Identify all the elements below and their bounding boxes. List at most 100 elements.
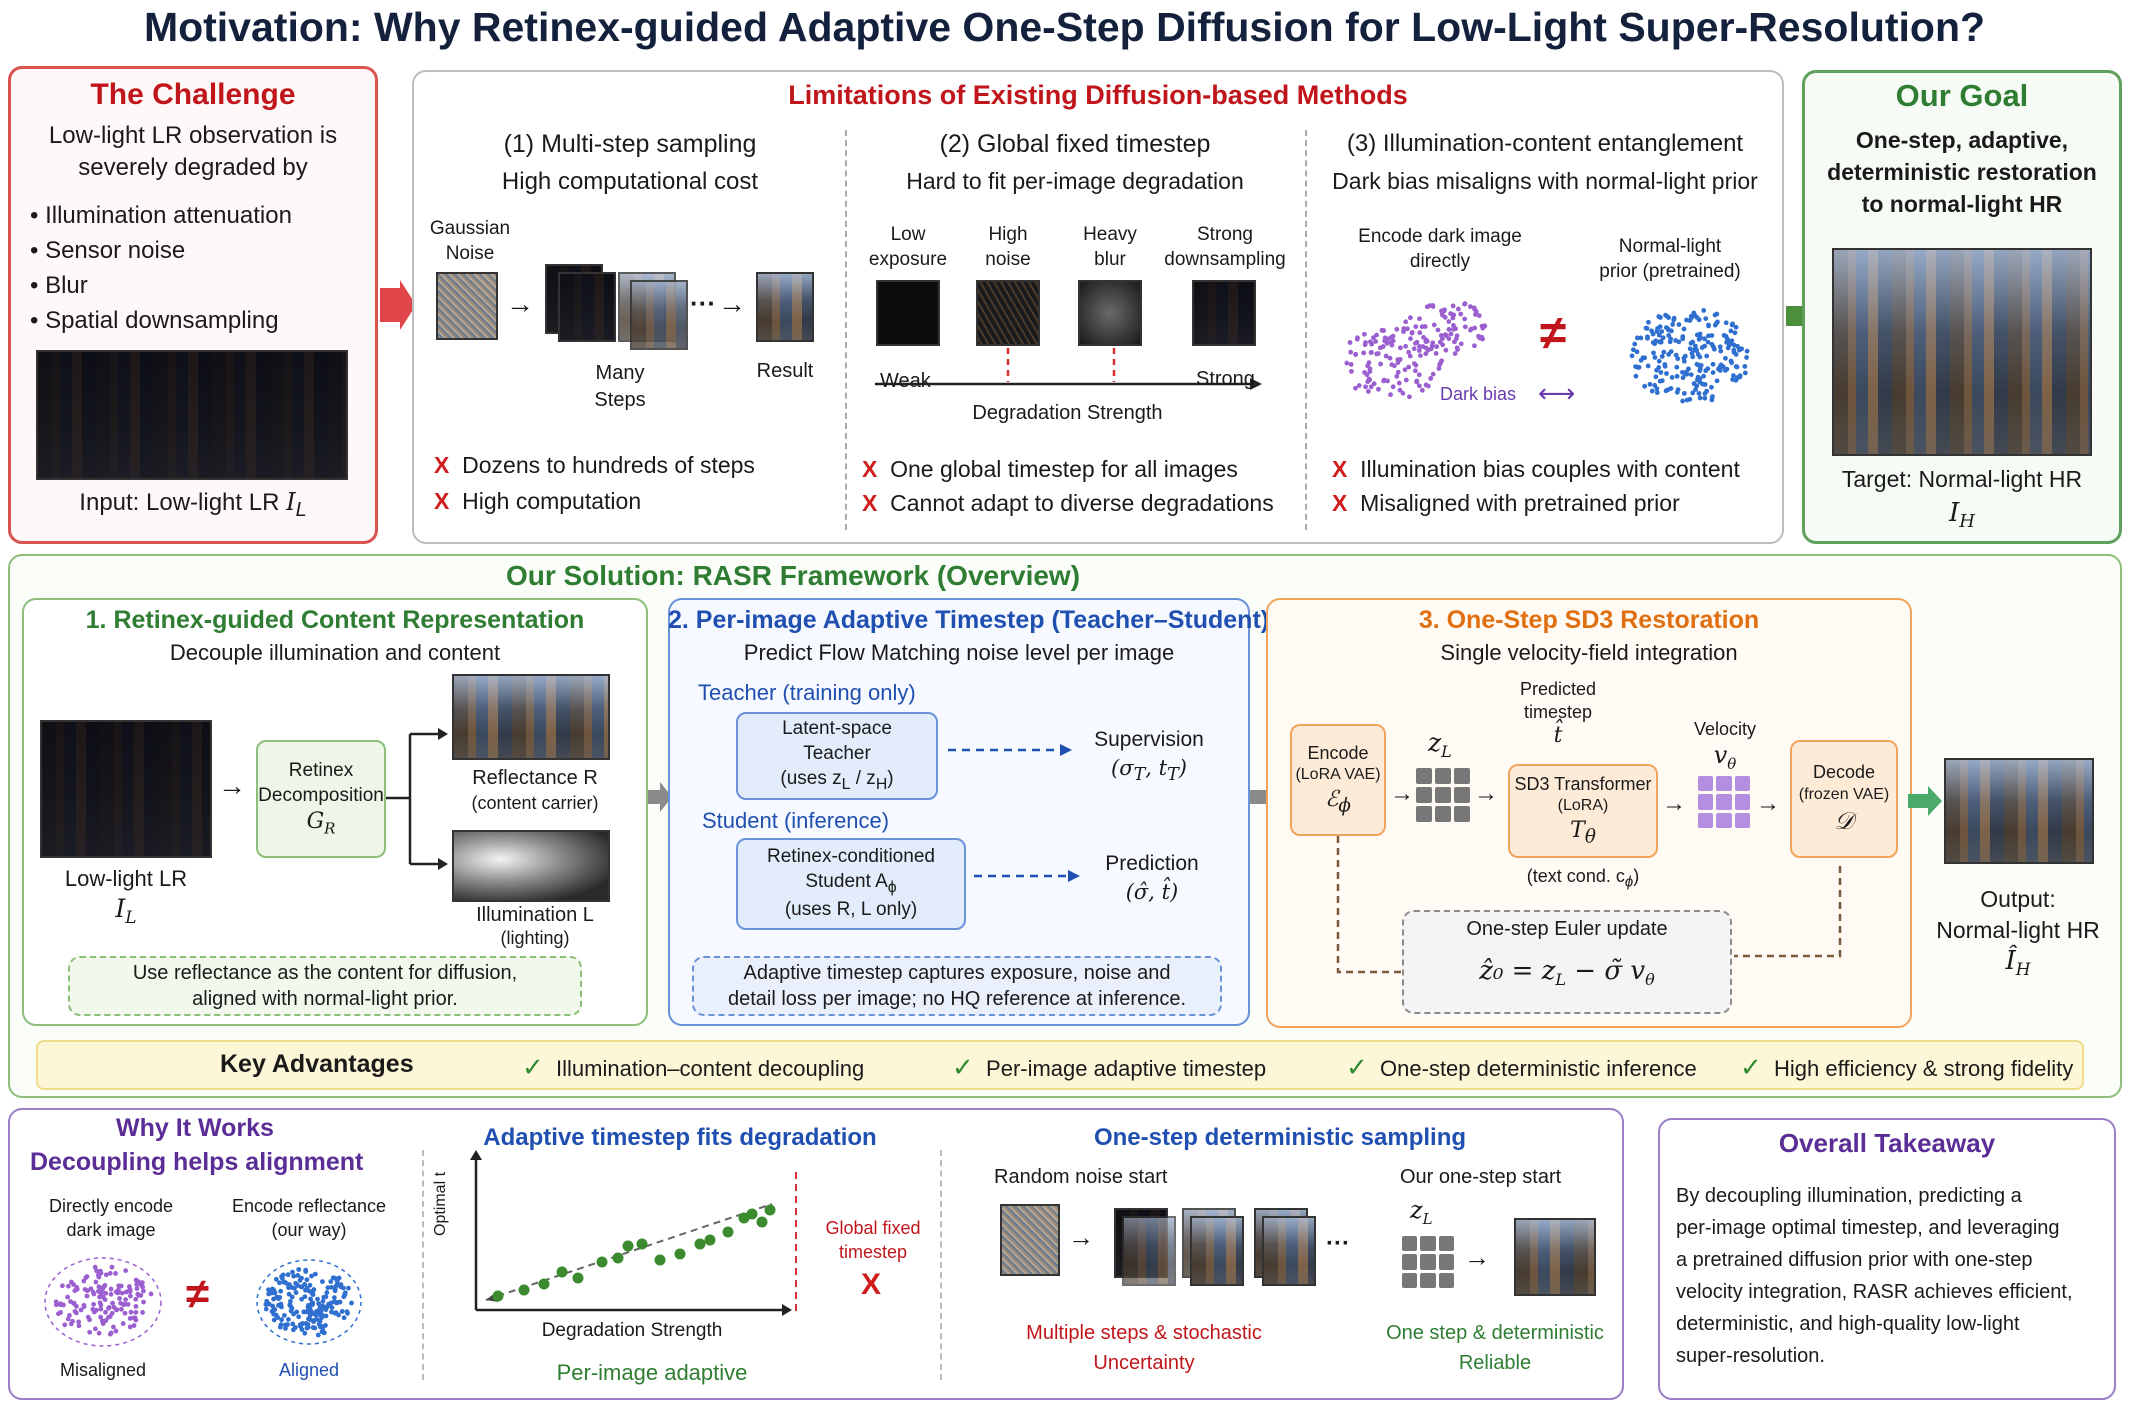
velocity-label: Velocity vθ [1693,719,1757,773]
takeaway-text: By decoupling illumination, predicting a… [1676,1185,2073,1367]
scatter-point [694,1238,706,1250]
step-image [630,280,688,350]
misaligned-cluster-icon [44,1257,162,1347]
check-icon: ✓ [952,1052,974,1082]
decode-box: Decode (frozen VAE) 𝒟 [1790,740,1898,858]
arrow-icon: → [1068,1222,1094,1252]
teacher-label: Teacher (training only) [698,680,916,705]
arrow-right-icon [380,280,416,330]
text-cond-label: (text cond. cϕ) [1526,866,1640,891]
euler-loop-lines [1336,836,1842,974]
heavy-blur-image [1078,280,1142,346]
adaptive-scatter-plot [470,1150,797,1316]
challenge-bullets: • Illumination attenuation • Sensor nois… [30,198,292,338]
takeaway-panel [1658,1118,2116,1400]
arrow-icon: → [506,288,534,319]
yaxis-label: Optimal t [432,1171,449,1236]
student-box: Retinex-conditioned Student Aϕ (uses R, … [736,838,966,930]
retinex-decomposition-box: Retinex Decomposition GR [256,740,386,858]
target-label: Target: Normal-light HR [1841,466,2083,492]
latent-grid-icon [1416,768,1470,822]
scatter-point [622,1240,634,1252]
col3-subtitle: Dark bias misaligns with normal-light pr… [1332,168,1758,194]
step-image [1122,1216,1176,1286]
axis-label: Degradation Strength [972,402,1163,424]
scatter-point [654,1254,666,1266]
col1-con: X Dozens to hundreds of steps [434,452,755,478]
dots: ··· [690,288,716,318]
col3-con: X Misaligned with pretrained prior [1332,490,1680,516]
part2-title: 2. Per-image Adaptive Timestep (Teacher–… [668,606,1270,634]
part2-subtitle: Predict Flow Matching noise level per im… [743,640,1175,665]
low-exposure-image [876,280,940,346]
degradation-axis [875,348,1262,390]
x-icon: X [862,456,878,482]
teacher-box: Latent-space Teacher (uses zL / zH) [736,712,938,800]
advantage-item: ✓ Per-image adaptive timestep [952,1052,1267,1082]
student-label: Student (inference) [702,808,890,833]
goal-lines: One-step, adaptive,deterministic restora… [1827,127,2097,217]
dashed-arrow-icon [974,870,1080,882]
arrow-icon: → [1662,790,1686,817]
input-label: Input: Low-light LR IL [79,488,307,521]
challenge-intro-2: severely degraded by [78,154,308,181]
solution-heading: Our Solution: RASR Framework (Overview) [505,560,1081,591]
double-arrow-icon: ⟷ [1538,378,1576,408]
onestep-result-image [1514,1218,1596,1296]
result-image [756,272,814,342]
arrow-icon: → [1474,780,1498,807]
aligned-cluster-icon [256,1259,362,1345]
part2-note-text: Adaptive timestep captures exposure, noi… [727,962,1187,1010]
onestep-title: One-step deterministic sampling [1093,1124,1467,1151]
part1-title: 1. Retinex-guided Content Representation [85,606,585,634]
advantage-item: ✓ Illumination–content decoupling [522,1052,865,1082]
prior-cluster-icon [1629,308,1750,404]
euler-title: One-step Euler update [1466,918,1668,940]
part1-subtitle: Decouple illumination and content [169,640,501,665]
aligned-label: Aligned [278,1360,340,1380]
dashed-arrow-icon [948,744,1072,756]
col1-title: (1) Multi-step sampling [503,130,757,158]
illumination-image [452,830,610,902]
downsampling-image [1192,280,1256,346]
bullet-item: • Spatial downsampling [30,307,279,334]
scatter-point [756,1216,768,1228]
euler-equation: ẑ₀ = zL − σ̃ vθ [1479,956,1655,990]
sd3-transformer-box: SD3 Transformer (LoRA) Tθ [1508,764,1658,858]
scatter-point [674,1248,686,1260]
col2-con: X Cannot adapt to diverse degradations [862,490,1274,516]
encode-box: Encode (LoRA VAE) ℰϕ [1290,724,1386,836]
euler-box [1402,910,1732,1014]
challenge-heading: The Challenge [90,78,296,111]
supervision-label: Supervision (σT, tT) [1094,728,1204,786]
x-icon: X [1332,490,1348,516]
why-right-label: Encode reflectance(our way) [231,1196,387,1240]
step-image [1190,1216,1244,1286]
our-start-label: Our one-step start [1400,1166,1562,1188]
noise-image [436,272,498,340]
part3-subtitle: Single velocity-field integration [1440,640,1738,665]
reflectance-image [452,674,610,760]
page-title: Motivation: Why Retinex-guided Adaptive … [143,4,1986,50]
col2-con: X One global timestep for all images [862,456,1238,482]
reflectance-label: Reflectance R(content carrier) [471,767,599,813]
lowlight-input-image [36,350,348,480]
lowlight-lr-image [40,720,212,858]
arrow-icon: → [1756,790,1780,817]
lowlight-label: Low-light LR [64,866,188,891]
step-image [1262,1216,1316,1286]
col3-con: X Illumination bias couples with content [1332,456,1740,482]
scatter-point [596,1256,608,1268]
arrow-icon: → [1390,780,1414,807]
output-label: Output: Normal-light HR ÎH [1936,886,2100,981]
col1-con: X High computation [434,488,642,514]
scatter-point [636,1238,648,1250]
col1-subtitle: High computational cost [501,168,759,195]
